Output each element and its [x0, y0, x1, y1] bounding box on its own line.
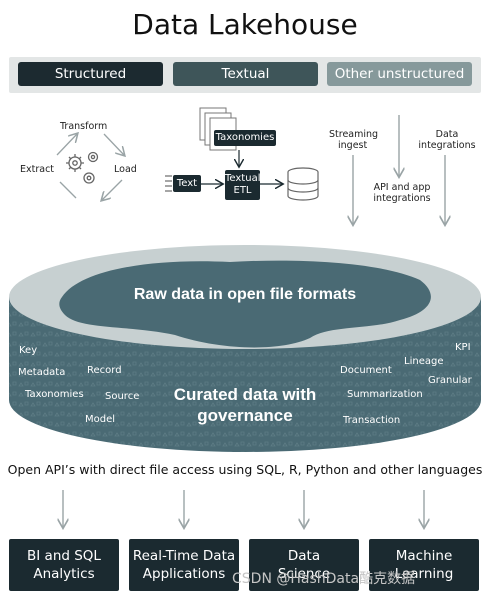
raw-data-pool	[59, 260, 431, 348]
streaming-line1: Streaming	[329, 129, 379, 140]
term-transaction: Transaction	[343, 415, 401, 426]
term-taxonomies: Taxonomies	[25, 389, 84, 400]
gear-icon	[66, 151, 99, 184]
term-model: Model	[85, 414, 116, 425]
api-line2: integrations	[373, 193, 431, 204]
ds-line1: Data	[287, 548, 321, 564]
ml-line1: Machine	[395, 548, 453, 564]
cycle-arrow	[56, 134, 77, 156]
data-science-box: Data Science	[249, 539, 359, 591]
extract-label: Extract	[20, 164, 55, 175]
term-granular: Granular	[428, 375, 472, 386]
data-integrations-label: Data integrations	[418, 129, 476, 151]
ds-line2: Science	[277, 566, 331, 582]
textual-source: Textual	[173, 62, 318, 86]
load-label: Load	[114, 164, 137, 175]
term-summarization: Summarization	[347, 389, 423, 400]
watermark: CSDN @HashData酷克数据	[232, 571, 416, 587]
streaming-ingest-label: Streaming ingest	[329, 129, 378, 151]
curated-data-label: Curated data with governance	[150, 384, 340, 426]
term-kpi: KPI	[455, 342, 471, 353]
streaming-line2: ingest	[338, 140, 368, 151]
page-title: Data Lakehouse	[132, 8, 358, 41]
term-record: Record	[87, 365, 122, 376]
term-document: Document	[340, 365, 392, 376]
rt-line1: Real-Time Data	[132, 548, 236, 564]
term-key: Key	[19, 345, 38, 356]
ml-line2: Learning	[394, 566, 454, 582]
term-lineage: Lineage	[404, 356, 444, 367]
cycle-arrow	[102, 179, 123, 200]
structured-source: Structured	[18, 62, 163, 86]
cycle-arrow	[103, 133, 124, 155]
bi-sql-analytics-box: BI and SQL Analytics	[9, 539, 119, 591]
textual-etl-line1: Textual	[225, 173, 261, 184]
text-lines-icon	[165, 175, 172, 192]
curated-line2: governance	[197, 406, 293, 425]
textual-etl-line2: ETL	[233, 185, 252, 196]
data-line2: integrations	[418, 140, 476, 151]
open-api-caption: Open API’s with direct file access using…	[7, 462, 483, 477]
raw-data-label: Raw data in open file formats	[133, 286, 357, 303]
other-unstructured-source: Other unstructured	[327, 62, 472, 86]
realtime-apps-box: Real-Time Data Applications	[129, 539, 239, 591]
term-source: Source	[105, 391, 140, 402]
machine-learning-box: Machine Learning	[369, 539, 479, 591]
data-line1: Data	[435, 129, 459, 140]
transform-label: Transform	[60, 121, 108, 132]
textual-etl-box: Textual ETL	[225, 170, 260, 200]
database-icon	[287, 167, 319, 201]
rt-line2: Applications	[142, 566, 226, 582]
curated-line1: Curated data with	[173, 385, 317, 404]
api-line1: API and app	[373, 182, 431, 193]
bi-line1: BI and SQL	[27, 548, 101, 564]
text-box: Text	[173, 175, 201, 192]
bi-line2: Analytics	[33, 566, 95, 582]
term-metadata: Metadata	[18, 367, 66, 378]
cycle-arrow	[59, 181, 77, 199]
api-integrations-label: API and app integrations	[372, 182, 432, 204]
taxonomies-box: Taxonomies	[214, 130, 276, 146]
